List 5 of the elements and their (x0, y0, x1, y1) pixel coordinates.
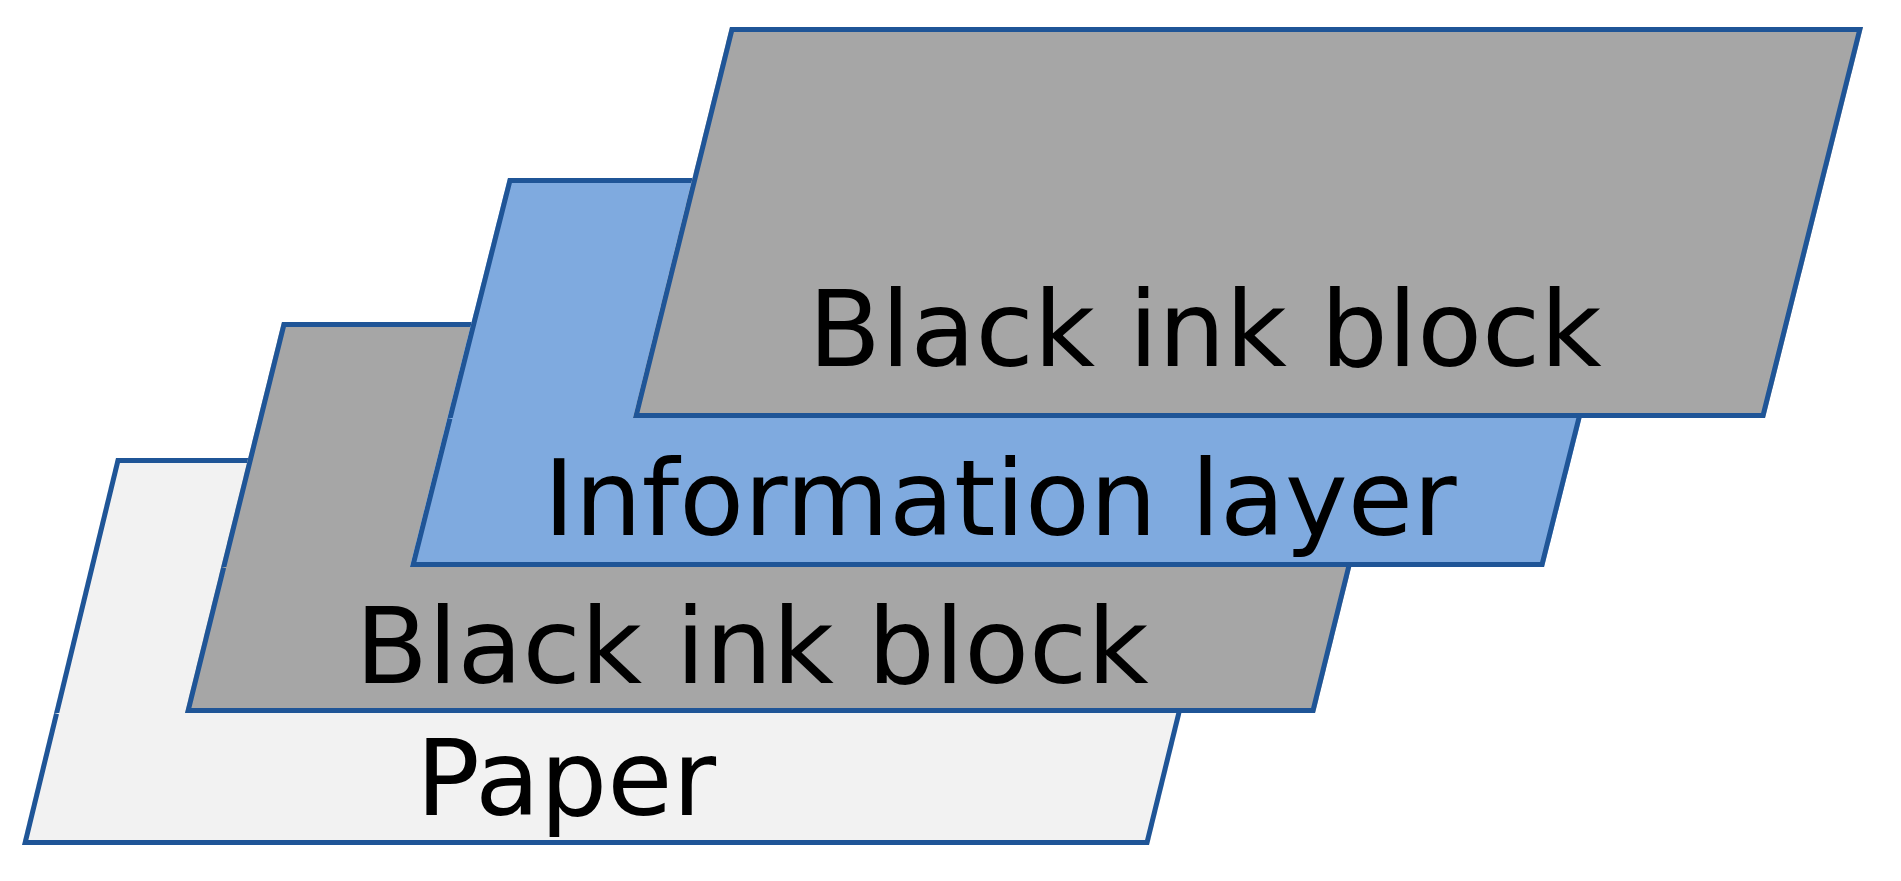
layer-label: Paper (415, 716, 717, 842)
layer-panel (633, 27, 1863, 418)
layer-label: Information layer (543, 436, 1457, 562)
layer-label: Black ink block (355, 584, 1149, 710)
layer-label: Black ink block (808, 267, 1602, 393)
